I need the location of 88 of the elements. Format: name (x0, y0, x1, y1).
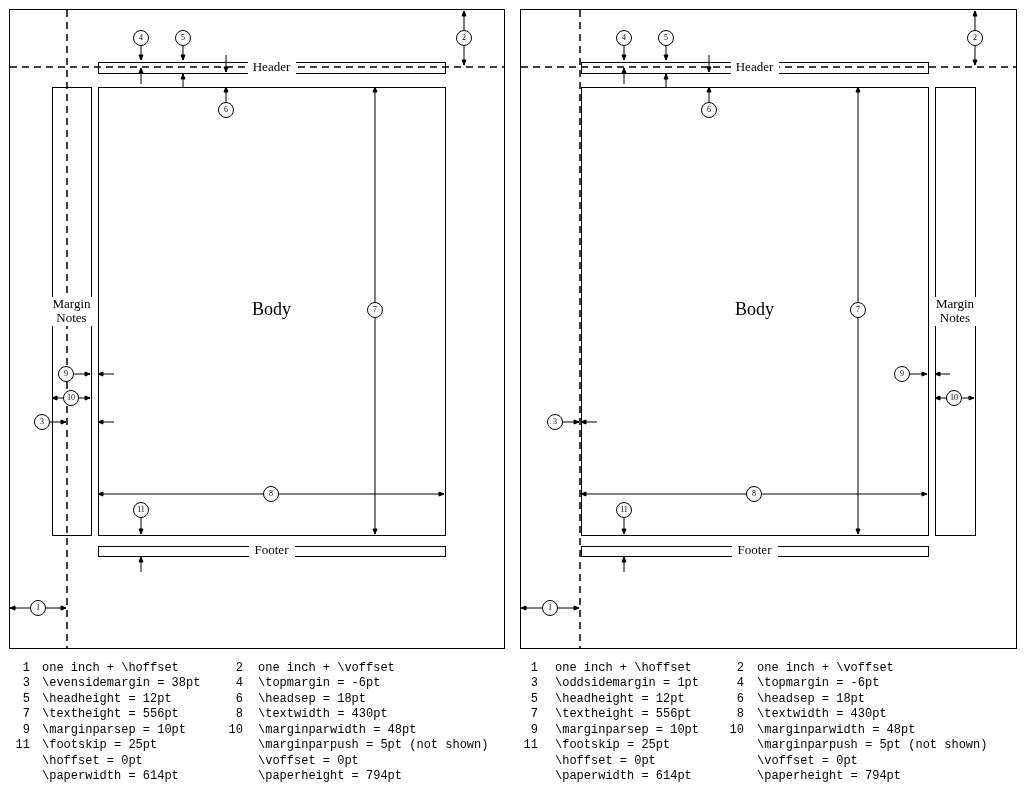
callout-number: 6 (234, 692, 243, 706)
callout-number: 6 (735, 692, 744, 706)
parameter-text: \textheight = 556pt (42, 707, 179, 721)
parameter-text: \voffset = 0pt (258, 754, 359, 768)
callout-number: 1 (21, 661, 30, 675)
parameter-text: \textwidth = 430pt (757, 707, 887, 721)
parameter-text: \topmargin = -6pt (258, 676, 381, 690)
callout-number: 4 (234, 676, 243, 690)
parameter-text: \headsep = 18pt (258, 692, 367, 706)
callout-number: 8 (735, 707, 744, 721)
footer-box (98, 546, 446, 557)
callout-number: 8 (263, 486, 279, 502)
callout-number: 3 (547, 414, 563, 430)
parameter-text: one inch + \voffset (757, 661, 894, 675)
callout-number: 2 (735, 661, 744, 675)
callout-number: 11 (522, 738, 538, 752)
callout-number: 6 (701, 102, 717, 118)
body-area (98, 87, 446, 536)
box-label: Margin Notes (932, 296, 978, 327)
callout-number: 11 (14, 738, 30, 752)
parameter-text: \marginparsep = 10pt (555, 723, 700, 737)
callout-number: 5 (21, 692, 30, 706)
callout-number: 7 (850, 302, 866, 318)
callout-number: 9 (21, 723, 30, 737)
parameter-text: one inch + \hoffset (42, 661, 179, 675)
header-box (581, 62, 929, 74)
callout-number: 1 (529, 661, 538, 675)
parameter-text: \marginparsep = 10pt (42, 723, 187, 737)
callout-number: 5 (175, 30, 191, 46)
callout-number: 10 (63, 390, 79, 406)
parameter-text: \oddsidemargin = 1pt (555, 676, 700, 690)
box-label: Header (247, 60, 296, 75)
callout-number: 8 (746, 486, 762, 502)
callout-number: 6 (218, 102, 234, 118)
callout-number: 10 (728, 723, 744, 737)
footer-box (581, 546, 929, 557)
parameter-text: \evensidemargin = 38pt (42, 676, 201, 690)
callout-number: 1 (542, 600, 558, 616)
callout-number: 3 (34, 414, 50, 430)
parameter-text: \paperheight = 794pt (258, 769, 403, 783)
callout-number: 2 (456, 30, 472, 46)
parameter-text: \footskip = 25pt (42, 738, 158, 752)
parameter-text: \textheight = 556pt (555, 707, 692, 721)
callout-number: 4 (735, 676, 744, 690)
callout-number: 7 (529, 707, 538, 721)
callout-number: 8 (234, 707, 243, 721)
box-label: Footer (248, 543, 295, 558)
callout-number: 3 (21, 676, 30, 690)
callout-number: 3 (529, 676, 538, 690)
parameter-text: \textwidth = 430pt (258, 707, 388, 721)
callout-number: 5 (529, 692, 538, 706)
callout-number: 10 (227, 723, 243, 737)
margin-notes-box (935, 87, 976, 536)
callout-number: 11 (133, 502, 149, 518)
parameter-text: \marginparpush = 5pt (not shown) (258, 738, 489, 752)
parameter-text: \marginparpush = 5pt (not shown) (757, 738, 988, 752)
callout-number: 10 (946, 390, 962, 406)
parameter-text: \paperwidth = 614pt (42, 769, 179, 783)
parameter-text: one inch + \voffset (258, 661, 395, 675)
parameter-text: \paperwidth = 614pt (555, 769, 692, 783)
callout-number: 9 (58, 366, 74, 382)
callout-number: 4 (133, 30, 149, 46)
box-label: Header (730, 60, 779, 75)
callout-number: 2 (234, 661, 243, 675)
body-area (581, 87, 929, 536)
parameter-text: one inch + \hoffset (555, 661, 692, 675)
callout-number: 5 (658, 30, 674, 46)
parameter-text: \headheight = 12pt (555, 692, 685, 706)
callout-number: 7 (21, 707, 30, 721)
parameter-text: \voffset = 0pt (757, 754, 858, 768)
parameter-text: \paperheight = 794pt (757, 769, 902, 783)
parameter-text: \headsep = 18pt (757, 692, 866, 706)
callout-number: 9 (529, 723, 538, 737)
parameter-text: \hoffset = 0pt (42, 754, 143, 768)
parameter-text: \marginparwidth = 48pt (757, 723, 916, 737)
callout-number: 4 (616, 30, 632, 46)
parameter-text: \marginparwidth = 48pt (258, 723, 417, 737)
parameter-text: \footskip = 25pt (555, 738, 671, 752)
parameter-text: \topmargin = -6pt (757, 676, 880, 690)
box-label: Footer (731, 543, 778, 558)
callout-number: 1 (30, 600, 46, 616)
header-box (98, 62, 446, 74)
callout-number: 9 (894, 366, 910, 382)
parameter-text: \headheight = 12pt (42, 692, 172, 706)
callout-number: 11 (616, 502, 632, 518)
callout-number: 7 (367, 302, 383, 318)
callout-number: 2 (967, 30, 983, 46)
parameter-text: \hoffset = 0pt (555, 754, 656, 768)
